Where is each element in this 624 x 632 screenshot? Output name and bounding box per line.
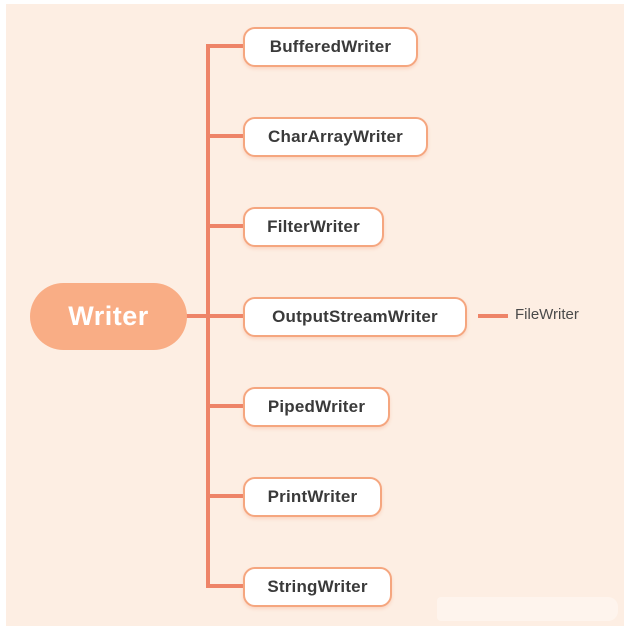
node-label: PipedWriter (267, 397, 366, 416)
node-label: FilterWriter (267, 217, 360, 236)
node-label: StringWriter (267, 577, 368, 596)
connector-filewriter (478, 314, 508, 318)
node-outputstreamwriter[interactable]: OutputStreamWriter (243, 297, 467, 337)
connector-bufferedwriter (206, 44, 245, 48)
node-stringwriter[interactable]: StringWriter (243, 567, 392, 607)
node-label: CharArrayWriter (268, 127, 403, 146)
node-label: FileWriter (515, 306, 579, 323)
node-label: PrintWriter (267, 487, 358, 506)
connector-chararraywriter (206, 134, 245, 138)
node-filterwriter[interactable]: FilterWriter (243, 207, 384, 247)
watermark (437, 597, 618, 621)
node-bufferedwriter[interactable]: BufferedWriter (243, 27, 418, 67)
connector-root-to-trunk (183, 314, 245, 318)
node-label: BufferedWriter (269, 37, 392, 56)
connector-filterwriter (206, 224, 245, 228)
connector-pipedwriter (206, 404, 245, 408)
connector-stringwriter (206, 584, 245, 588)
node-pipedwriter[interactable]: PipedWriter (243, 387, 390, 427)
node-filewriter[interactable]: FileWriter (515, 306, 579, 323)
root-node-writer[interactable]: Writer (30, 283, 187, 350)
node-chararraywriter[interactable]: CharArrayWriter (243, 117, 428, 157)
node-label: OutputStreamWriter (272, 307, 438, 326)
node-printwriter[interactable]: PrintWriter (243, 477, 382, 517)
root-node-label: Writer (68, 301, 149, 331)
connector-printwriter (206, 494, 245, 498)
